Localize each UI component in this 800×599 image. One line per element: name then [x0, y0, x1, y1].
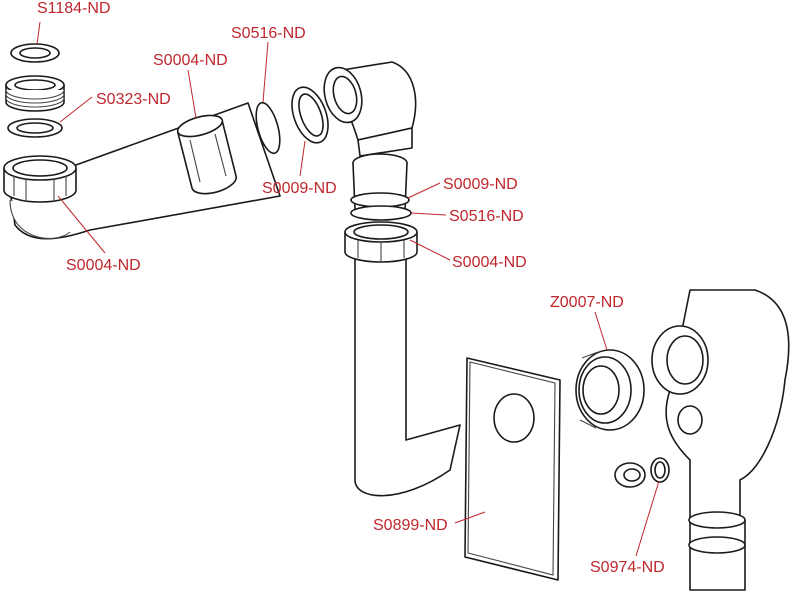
leader-s0009-right: [407, 182, 441, 199]
nut-s0004-left: [3, 155, 77, 203]
seal-z0007: [575, 349, 645, 431]
label-s0004-top: S0004-ND: [153, 52, 228, 69]
label-s0974: S0974-ND: [590, 559, 665, 576]
elbow-fitting: [323, 61, 417, 157]
leader-s0323: [59, 96, 93, 123]
label-s0323: S0323-ND: [96, 91, 171, 108]
label-s0004-right: S0004-ND: [452, 254, 527, 271]
washer-s0323: [7, 118, 63, 138]
siphon-body: [651, 289, 790, 591]
leader-s0516-top: [262, 41, 269, 103]
leader-s0899: [454, 511, 486, 524]
label-s1184: S1184-ND: [37, 0, 111, 17]
threaded-ring-s0323: [5, 75, 65, 112]
small-cap: [614, 462, 646, 488]
leader-z0007: [594, 311, 608, 351]
ring-s0516-top: [255, 101, 281, 155]
ring-s0516-right: [350, 205, 412, 221]
label-s0009-mid: S0009-ND: [262, 180, 337, 197]
leader-s1184: [36, 21, 41, 45]
label-s0004-left: S0004-ND: [66, 257, 141, 274]
leader-s0974: [635, 480, 660, 557]
label-s0899: S0899-ND: [373, 517, 448, 534]
nut-s0004-top: [176, 114, 237, 195]
leader-s0004-right: [409, 239, 451, 261]
nut-s0004-right: [344, 221, 418, 263]
o-ring-s0974: [650, 457, 670, 483]
leader-s0004-top: [187, 69, 197, 119]
label-s0516-top: S0516-ND: [231, 25, 306, 42]
label-s0009-right: S0009-ND: [443, 176, 518, 193]
washer-s1184: [10, 43, 60, 63]
o-ring-s0009-mid: [291, 86, 329, 144]
o-ring-s0009-right: [350, 192, 410, 208]
wall-plate-s0899: [464, 357, 561, 581]
leader-s0009-mid: [299, 140, 306, 177]
label-z0007: Z0007-ND: [550, 294, 624, 311]
leader-s0004-left: [57, 195, 106, 254]
leader-s0516-right: [410, 212, 447, 216]
label-s0516-right: S0516-ND: [449, 208, 524, 225]
